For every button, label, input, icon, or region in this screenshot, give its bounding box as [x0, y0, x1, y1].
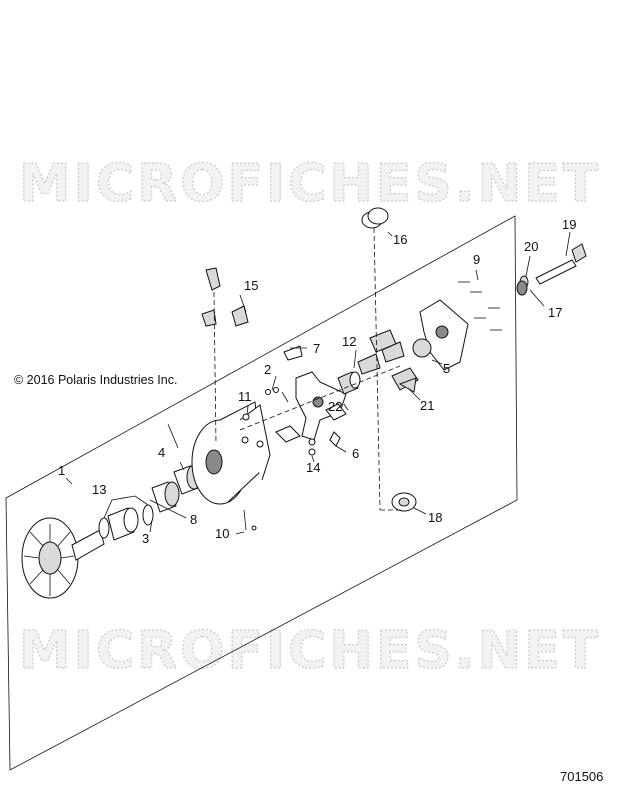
callout-19: 19: [562, 217, 576, 232]
part-18-washer: [391, 492, 417, 512]
part-2-pins: [265, 387, 289, 403]
part-17-washer: [516, 280, 528, 296]
upper-buttons: [357, 329, 405, 375]
callout-1: 1: [58, 463, 65, 478]
part-8-bearing: [151, 481, 180, 513]
watermark-top: MICROFICHES.NET: [19, 154, 601, 214]
fixed-sheave-with-shaft: [21, 517, 105, 599]
part-19-bolt: [535, 243, 587, 285]
callout-17: 17: [548, 305, 562, 320]
callout-3: 3: [142, 531, 149, 546]
assembly-centerline-15: [213, 291, 217, 445]
part-5-cover: [412, 299, 469, 371]
callout-10: 10: [215, 526, 229, 541]
callout-7: 7: [313, 341, 320, 356]
part-12-roller: [337, 371, 361, 395]
callout-14: 14: [306, 460, 320, 475]
callout-6: 6: [352, 446, 359, 461]
assembly-centerline-axis: [239, 365, 401, 431]
roller-pins: [167, 423, 264, 449]
part-11-pin: [242, 413, 250, 421]
part-13-rings: [98, 495, 154, 539]
callout-11: 11: [238, 389, 252, 404]
callout-9: 9: [473, 252, 480, 267]
part-15-shoes: [201, 267, 249, 327]
movable-sheave: [191, 401, 271, 505]
part-21-button: [391, 367, 419, 393]
part-3-bushing: [107, 507, 139, 541]
callout-16: 16: [393, 232, 407, 247]
part-9-bolts: [458, 281, 502, 331]
callout-2: 2: [264, 362, 271, 377]
part-16-springs: [361, 207, 389, 229]
copyright-notice: © 2016 Polaris Industries Inc.: [14, 373, 177, 387]
watermark-bottom: MICROFICHES.NET: [19, 621, 601, 681]
part-14-fastener: [308, 438, 316, 456]
callout-4: 4: [158, 445, 165, 460]
drawing-number: 701506: [560, 769, 603, 784]
assembly-boundary: [5, 215, 518, 771]
callout-15: 15: [244, 278, 258, 293]
callout-22: 22: [328, 399, 342, 414]
callout-20: 20: [524, 239, 538, 254]
callout-5: 5: [443, 361, 450, 376]
callout-12: 12: [342, 334, 356, 349]
weight-arms: [275, 403, 347, 443]
callout-8: 8: [190, 512, 197, 527]
leader-lines: [65, 231, 571, 535]
callout-21: 21: [420, 398, 434, 413]
callout-18: 18: [428, 510, 442, 525]
part-10-pin: [243, 509, 257, 531]
assembly-centerline-16-18: [373, 227, 381, 511]
callout-13: 13: [92, 482, 106, 497]
part-6-clip: [329, 431, 341, 447]
